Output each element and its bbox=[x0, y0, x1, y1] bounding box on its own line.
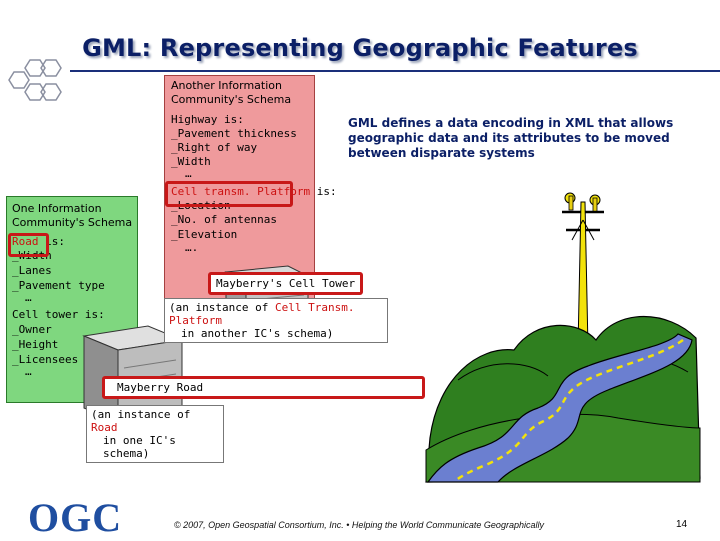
cell-tower-instance-suffix: in another IC's schema) bbox=[169, 327, 383, 340]
road-attr: _Lanes bbox=[12, 264, 52, 279]
tower-attr: _Owner bbox=[12, 323, 52, 338]
another-schema-heading-line1: Another Information bbox=[171, 79, 282, 94]
highway-title: Highway is: bbox=[171, 113, 244, 128]
title-divider bbox=[70, 70, 720, 72]
road-instance-suffix: in one IC's schema) bbox=[91, 434, 219, 460]
road-label: Mayberry Road bbox=[102, 376, 425, 399]
page-title: GML: Representing Geographic Features bbox=[0, 34, 720, 62]
ogc-logo: OGC bbox=[28, 494, 122, 541]
footer-copyright: © 2007, Open Geospatial Consortium, Inc.… bbox=[174, 520, 544, 530]
hexagon-decoration-icon bbox=[8, 58, 68, 106]
road-instance-term: Road bbox=[91, 421, 118, 434]
another-schema-heading-line2: Community's Schema bbox=[171, 93, 291, 108]
platform-title-suffix: is: bbox=[310, 185, 337, 198]
platform-attr: _Elevation bbox=[171, 228, 237, 243]
tower-attr: _Licensees bbox=[12, 353, 78, 368]
platform-term-highlight bbox=[165, 181, 293, 207]
page-number: 14 bbox=[676, 519, 687, 530]
road-instance-prefix: (an instance of bbox=[91, 408, 190, 421]
tower-attr: … bbox=[25, 365, 32, 380]
platform-attr: _No. of antennas bbox=[171, 213, 277, 228]
road-landscape-illustration bbox=[418, 268, 702, 486]
cell-tower-instance-note: (an instance of Cell Transm. Platform in… bbox=[164, 298, 388, 343]
highway-attr: … bbox=[185, 167, 192, 182]
road-term-highlight bbox=[8, 233, 49, 257]
one-schema-heading-line2: Community's Schema bbox=[12, 216, 132, 231]
highway-attr: _Right of way bbox=[171, 141, 257, 156]
road-instance-note: (an instance of Road in one IC's schema) bbox=[86, 405, 224, 463]
tower-attr: _Height bbox=[12, 338, 58, 353]
platform-attr: …. bbox=[185, 241, 198, 256]
cell-tower-instance-prefix: (an instance of bbox=[169, 301, 275, 314]
cell-tower-label: Mayberry's Cell Tower bbox=[208, 272, 363, 295]
gml-description: GML defines a data encoding in XML that … bbox=[348, 116, 678, 161]
one-schema-heading-line1: One Information bbox=[12, 202, 102, 217]
highway-attr: _Pavement thickness bbox=[171, 127, 297, 142]
road-attr: … bbox=[25, 291, 32, 306]
